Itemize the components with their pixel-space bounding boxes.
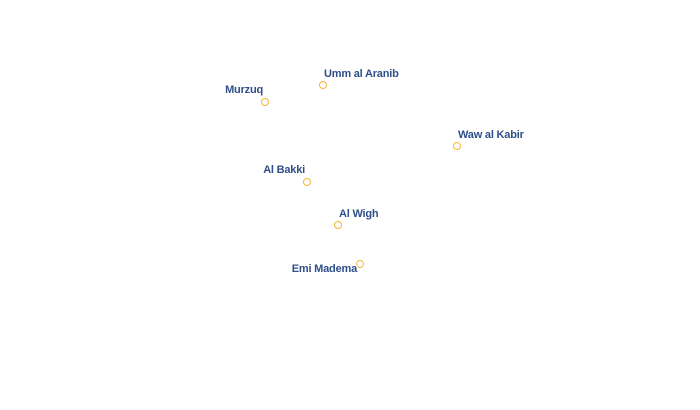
place-label[interactable]: Murzuq [225,84,263,96]
place-marker-icon[interactable] [453,142,461,150]
place-label[interactable]: Al Wigh [339,208,379,220]
place-marker-icon[interactable] [303,178,311,186]
place-label[interactable]: Al Bakki [263,164,305,176]
place-label[interactable]: Umm al Aranib [324,68,399,80]
place-marker-icon[interactable] [356,260,364,268]
place-label[interactable]: Emi Madema [291,263,357,275]
place-marker-icon[interactable] [261,98,269,106]
place-marker-icon[interactable] [319,81,327,89]
place-label[interactable]: Waw al Kabir [458,129,524,141]
place-marker-icon[interactable] [334,221,342,229]
